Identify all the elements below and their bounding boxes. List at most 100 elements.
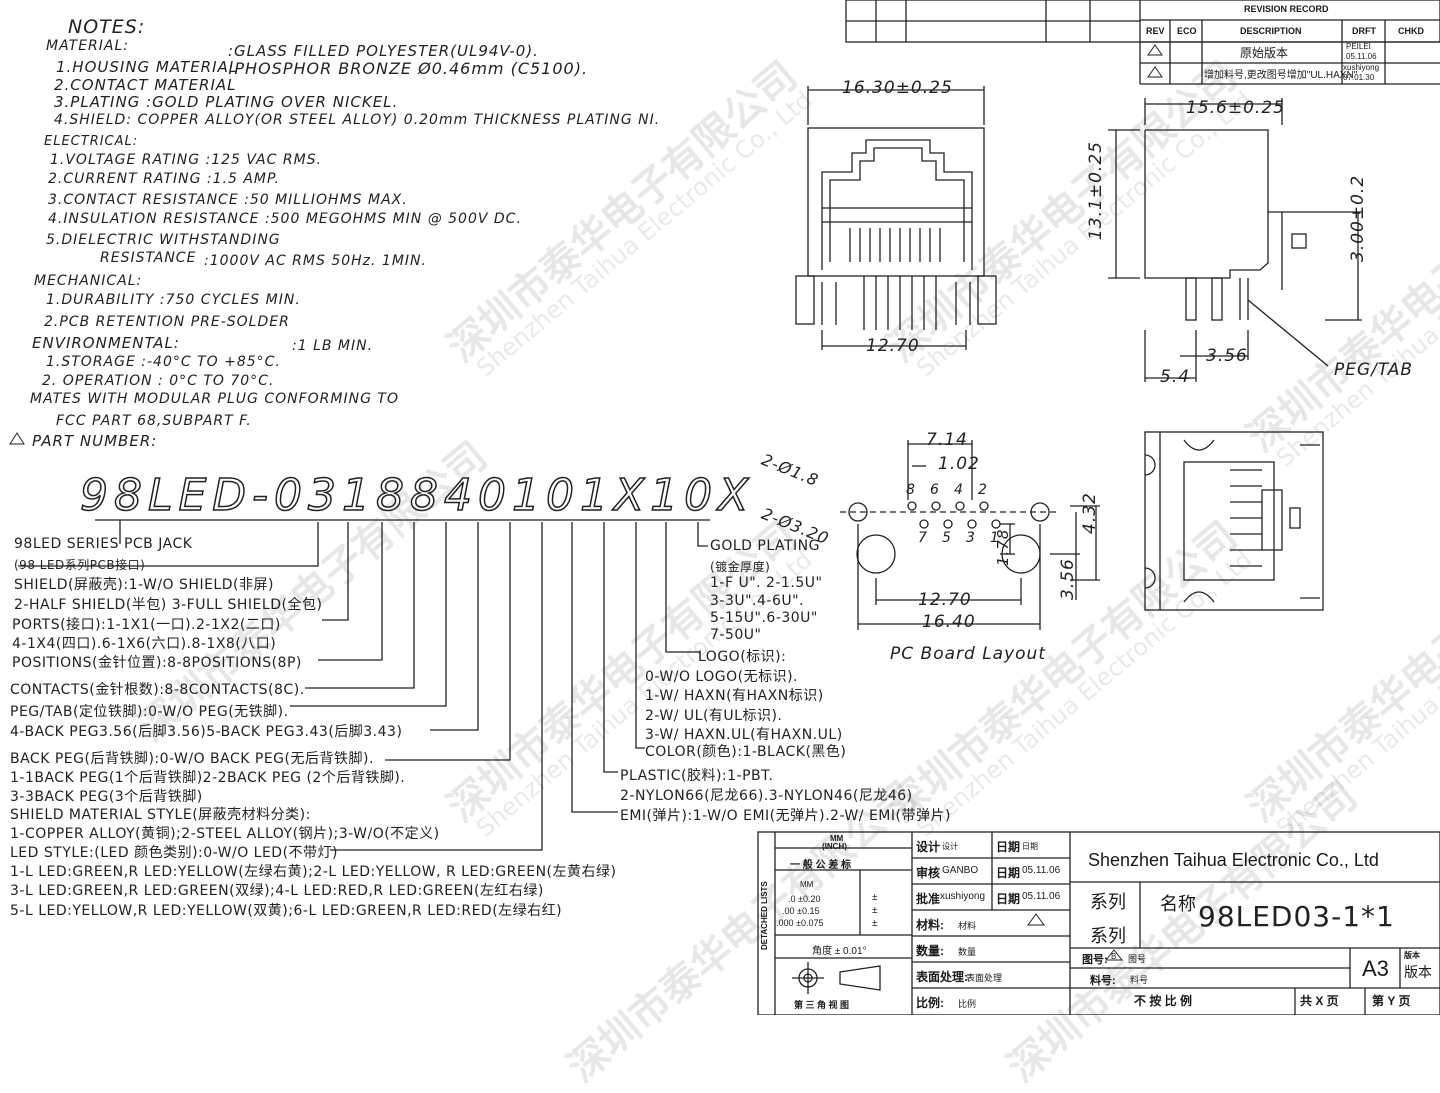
tb-company: Shenzhen Taihua Electronic Co., Ltd: [1088, 850, 1379, 870]
tb-projection: 第 三 角 视 图: [794, 1000, 850, 1010]
current-rating: 2.CURRENT RATING :1.5 AMP.: [48, 171, 280, 187]
dim-356: 3.56: [1058, 558, 1078, 600]
legend-shield2: 2-HALF SHIELD(半包) 3-FULL SHIELD(全包): [14, 597, 323, 613]
part-number-leaders: [18, 519, 710, 851]
revision-row2-desc: 增加料号,更改图号增加"UL.HAXN": [1204, 70, 1358, 81]
revision-header-description: DESCRIPTION: [1240, 26, 1302, 36]
part-number-code: 98LED-0318840101X10X: [79, 469, 755, 522]
tb-rev-mark: B: [1111, 952, 1117, 961]
dim-front-pitch: 12.70: [866, 336, 920, 356]
legend-positions: POSITIONS(金针位置):8-8POSITIONS(8P): [12, 655, 302, 671]
part-number-header: PART NUMBER:: [32, 432, 158, 450]
dim-side-54: 5.4: [1160, 367, 1191, 387]
legend-logo: LOGO(标识):: [698, 649, 787, 665]
legend-color: COLOR(颜色):1-BLACK(黑色): [645, 744, 847, 760]
revision-header-eco: ECO: [1177, 26, 1197, 36]
front-view-outline: [795, 86, 997, 350]
tb-surface-label: 表面处理:: [916, 970, 968, 984]
electrical-header: ELECTRICAL:: [44, 134, 139, 149]
legend-peg2: 4-BACK PEG3.56(后脚3.56)5-BACK PEG3.43(后脚3…: [10, 724, 403, 740]
legend-back2: 1-1BACK PEG(1个后背铁脚)2-2BACK PEG (2个后背铁脚).: [10, 770, 406, 786]
housing-label: 1.HOUSING MATERIAL: [56, 58, 239, 76]
legend-led-option3: 3-L LED:GREEN,R LED:GREEN(双绿);4-L LED:RE…: [10, 883, 544, 899]
pin-label: 5: [942, 530, 952, 546]
tb-tol2: .00 ±0.15: [782, 906, 820, 916]
legend-gold-opt3: 5-15U".6-30U": [710, 610, 818, 626]
pin-label: 6: [930, 482, 940, 498]
warning-triangles: [9, 44, 1163, 961]
dim-front-width: 16.30±0.25: [842, 78, 953, 98]
tb-version-value: 版本: [1404, 964, 1432, 980]
tb-part-no-label: 料号:: [1090, 975, 1116, 987]
tb-tol1: .0 ±0.20: [788, 894, 821, 904]
tb-qty-value: 数量: [958, 947, 977, 957]
legend-gold-plating: GOLD PLATING: [710, 538, 820, 554]
tb-surface-value: 表面处理: [966, 973, 1003, 983]
pin-label: 1: [990, 530, 1000, 546]
legend-emi: EMI(弹片):1-W/O EMI(无弹片).2-W/ EMI(带弹片): [620, 808, 951, 824]
tb-design-value: 设计: [942, 842, 958, 851]
dim-1270: 12.70: [918, 590, 972, 610]
bottom-view-outline: [1144, 431, 1324, 611]
pcb-retention: 2.PCB RETENTION PRE-SOLDER: [44, 314, 290, 330]
tb-tol-mm: MM: [800, 880, 814, 889]
legend-peg1: PEG/TAB(定位铁脚):0-W/O PEG(无铁脚).: [10, 704, 289, 720]
contact-resistance: 3.CONTACT RESISTANCE :50 MILLIOHMS MAX.: [48, 192, 408, 208]
tb-date-value: 日期: [1022, 842, 1038, 851]
pcb-layout-caption: PC Board Layout: [890, 644, 1046, 664]
pin-label: 8: [906, 482, 916, 498]
label-peg-tab: PEG/TAB: [1334, 360, 1414, 380]
pcb-retention-value: :1 LB MIN.: [292, 338, 374, 354]
tb-qty-label: 数量:: [916, 944, 944, 958]
revision-title: REVISION RECORD: [1244, 4, 1329, 14]
tb-series: 系列: [1090, 892, 1126, 912]
legend-shield-material-options: 1-COPPER ALLOY(黄铜);2-STEEL ALLOY(钢片);3-W…: [10, 826, 440, 842]
legend-shield1: SHIELD(屏蔽壳):1-W/O SHIELD(非屏): [14, 577, 274, 593]
housing-value: :GLASS FILLED POLYESTER(UL94V-0).: [228, 42, 539, 60]
dim-714: 7.14: [926, 430, 968, 450]
plating-note: 3.PLATING :GOLD PLATING OVER NICKEL.: [54, 93, 399, 111]
revision-row1-drft-date: 05.11.06: [1346, 52, 1377, 61]
legend-led-option1: 1-L LED:GREEN,R LED:YELLOW(左绿右黄);2-L LED…: [10, 864, 617, 880]
tb-scale-value: 比例: [958, 999, 977, 1009]
dim-side-width: 15.6±0.25: [1186, 98, 1285, 118]
tb-version-label: 版本: [1404, 951, 1420, 960]
dim-1640: 16.40: [922, 612, 976, 632]
tb-material-value: 材料: [958, 921, 977, 931]
dim-side-356: 3.56: [1206, 346, 1248, 366]
dim-peg-height: 3.00±0.2: [1348, 174, 1368, 262]
dim-432: 4.32: [1080, 492, 1100, 534]
legend-led-option5: 5-L LED:YELLOW,R LED:YELLOW(双黄);6-L LED:…: [10, 903, 563, 919]
durability: 1.DURABILITY :750 CYCLES MIN.: [46, 292, 301, 308]
tb-pm: ±: [872, 905, 878, 916]
legend-logo-opt2: 2-W/ UL(有UL标识).: [645, 708, 783, 724]
tb-approve-label: 批准: [916, 892, 941, 906]
legend-logo-opt0: 0-W/O LOGO(无标识).: [645, 669, 798, 685]
storage-temp: 1.STORAGE :-40°C TO +85°C.: [46, 354, 281, 370]
tb-approve-value: xushiyong: [940, 891, 986, 902]
tb-drawing-no-value: 图号: [1128, 954, 1147, 964]
dim-102: 1.02: [938, 454, 980, 474]
legend-logo-opt3: 3-W/ HAXN.UL(有HAXN.UL): [645, 727, 843, 743]
voltage-rating: 1.VOLTAGE RATING :125 VAC RMS.: [50, 152, 322, 168]
environmental-header: ENVIRONMENTAL:: [32, 334, 180, 352]
revision-header-chkd: CHKD: [1398, 26, 1424, 36]
legend-back1: BACK PEG(后背铁脚):0-W/O BACK PEG(无后背铁脚).: [10, 751, 374, 767]
tb-date-label: 日期: [996, 866, 1021, 880]
tb-name-value: 98LED03-1*1: [1198, 900, 1395, 933]
legend-gold-cn: (镀金厚度): [710, 560, 771, 574]
legend-gold-opt2: 3-3U".4-6U".: [710, 593, 805, 609]
tb-tolerance-header: 一 般 公 差 标: [790, 860, 852, 871]
tb-review-value: GANBO: [942, 865, 979, 876]
dielectric-label2: RESISTANCE: [100, 250, 197, 266]
legend-series-cn: (98 LED系列PCB接口): [14, 558, 146, 572]
tb-page-number: 第 Y 页: [1372, 994, 1411, 1008]
tb-name-label: 名称: [1160, 894, 1196, 914]
revision-row1-desc: 原始版本: [1240, 46, 1289, 60]
side-view-outline: [1108, 98, 1362, 382]
legend-gold-opt1: 1-F U". 2-1.5U": [710, 575, 823, 591]
contact-value: :PHOSPHOR BRONZE Ø0.46mm (C5100).: [228, 59, 589, 78]
mechanical-header: MECHANICAL:: [34, 273, 143, 289]
tb-date-label: 日期: [996, 892, 1021, 906]
legend-plastic: PLASTIC(胶料):1-PBT.: [620, 768, 774, 784]
